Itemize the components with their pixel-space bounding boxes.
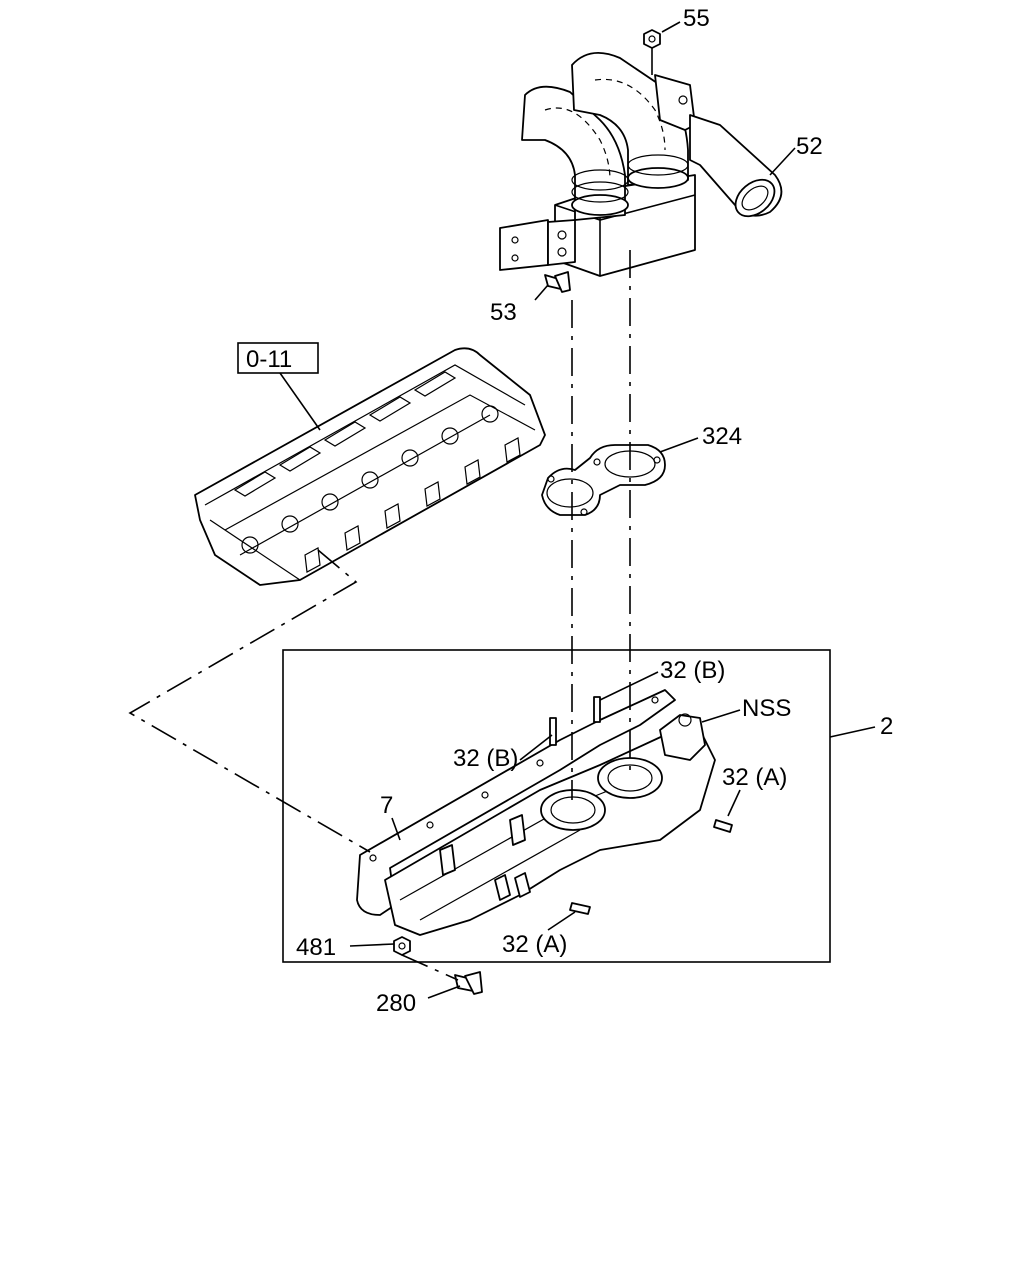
label-32a-right: 32 (A): [722, 764, 787, 791]
air-pipe-assembly: [499, 29, 783, 293]
label-481: 481: [296, 934, 336, 961]
label-52: 52: [796, 133, 823, 160]
gasket-324: [541, 444, 666, 516]
label-280: 280: [376, 990, 416, 1017]
label-324: 324: [702, 423, 742, 450]
label-55: 55: [683, 5, 710, 32]
intake-manifold: [356, 689, 733, 995]
cylinder-head-reference: [194, 342, 546, 586]
label-nss: NSS: [742, 695, 791, 722]
label-32a-bottom: 32 (A): [502, 931, 567, 958]
center-lines: [128, 250, 631, 981]
label-32b-top: 32 (B): [660, 657, 725, 684]
label-7: 7: [380, 792, 393, 819]
label-2: 2: [880, 713, 893, 740]
callout-labels: 55 52 53 0-11 324 32 (B) NSS 2 32 (B) 32…: [246, 5, 893, 1017]
label-ref-0-11: 0-11: [246, 346, 292, 373]
leader-lines: [349, 21, 796, 999]
label-32b-left: 32 (B): [453, 745, 518, 772]
assembly-frame: [282, 649, 831, 963]
label-53: 53: [490, 299, 517, 326]
